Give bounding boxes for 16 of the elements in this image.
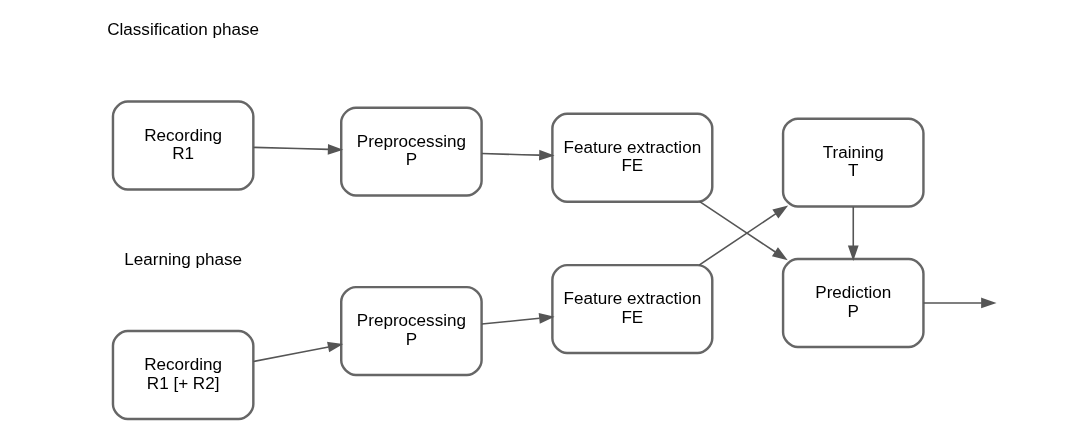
node-box: Recording R1 [+ R2]	[111, 329, 255, 421]
node-box: Preprocessing P	[339, 106, 483, 197]
node-box: Preprocessing P	[339, 285, 483, 377]
arrow	[922, 297, 997, 309]
node-box: Feature extraction FE	[550, 263, 713, 355]
arrow	[847, 206, 859, 261]
label: Classification phase	[106, 20, 259, 40]
node-box: Feature extraction FE	[550, 112, 713, 203]
node-box: Training T	[781, 117, 925, 208]
arrow	[480, 312, 555, 325]
label: Learning phase	[123, 249, 242, 269]
arrow	[480, 149, 555, 161]
arrow	[252, 341, 343, 363]
node-box: Prediction P	[781, 257, 925, 349]
arrow	[252, 144, 343, 155]
node-box: Recording R1	[111, 100, 255, 191]
